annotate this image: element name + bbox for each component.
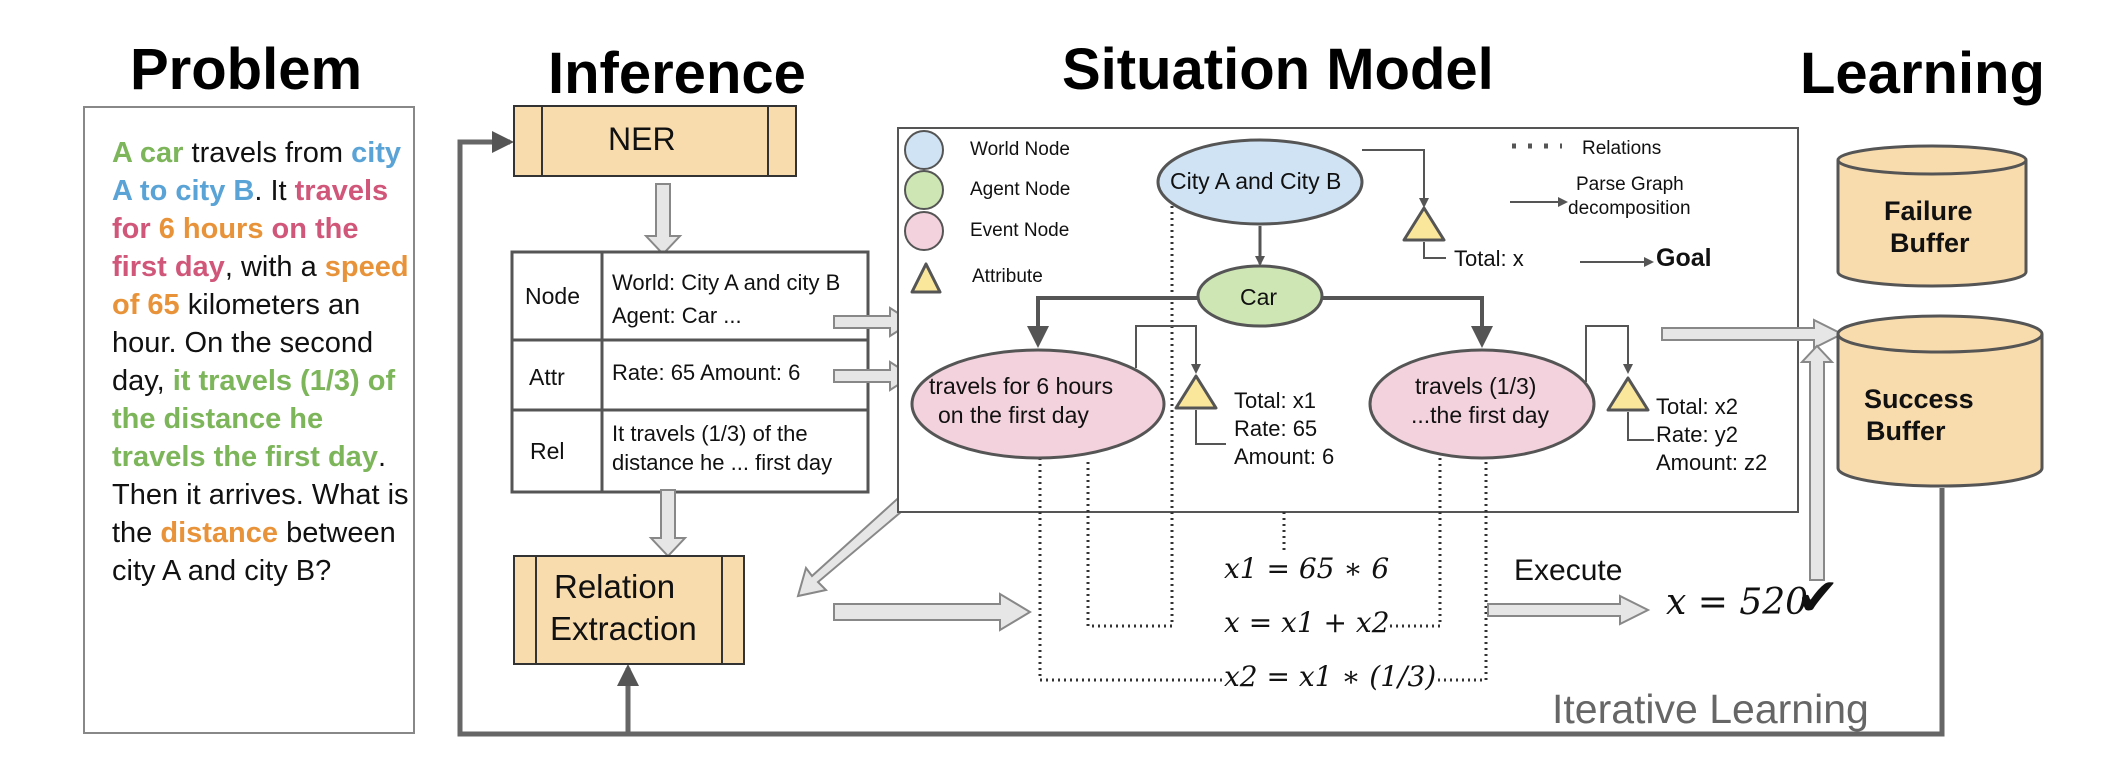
execute-arrow	[1487, 594, 1651, 626]
event1-label-2: on the first day	[938, 402, 1089, 428]
event2-label-1: travels (1/3)	[1415, 373, 1537, 399]
relation-extraction-label-2: Extraction	[550, 610, 697, 647]
agent-node-label: Car	[1240, 284, 1278, 310]
success-buffer-label-2: Buffer	[1866, 416, 1946, 446]
inference-title: Inference	[548, 41, 806, 106]
problem-segment: . Then it arrives. What is the	[112, 441, 409, 549]
problem-segment: city A to city B	[112, 137, 402, 207]
problem-statement: A car travels from city A to city B. It …	[112, 134, 412, 590]
problem-segment: travels for	[112, 175, 389, 245]
execute-label: Execute	[1514, 554, 1623, 587]
table-key-node: Node	[525, 283, 580, 309]
result-to-buffer-arrow	[1799, 344, 1835, 581]
event1-attr-total: Total: x1	[1234, 388, 1316, 413]
legend-agent-node-icon	[904, 170, 944, 210]
situation-to-buffer-arrow	[1661, 318, 1845, 350]
ner-box	[513, 105, 797, 177]
legend-parse-graph-label-1: Parse Graph	[1576, 174, 1684, 195]
event1-decomposition-line	[1135, 325, 1201, 374]
table-value-node-1: World: City A and city B	[612, 270, 841, 295]
table-value-rel-1: It travels (1/3) of the	[612, 421, 808, 446]
event1-attribute-icon	[1174, 374, 1218, 410]
learning-title: Learning	[1800, 41, 2045, 106]
ner-down-arrow	[643, 183, 683, 256]
agent-to-event2-arrow	[1322, 296, 1493, 348]
equation-x1: x1 = 65 ∗ 6	[1224, 552, 1390, 585]
ner-label: NER	[608, 121, 676, 157]
inference-table	[510, 250, 870, 494]
table-value-rel-2: distance he ... first day	[612, 450, 833, 475]
legend-event-node-label: Event Node	[970, 220, 1070, 241]
result-label: x = 520	[1666, 582, 1809, 623]
legend-world-node-icon	[904, 130, 944, 170]
problem-segment: between city A and city B?	[112, 517, 396, 587]
legend-parse-graph-label-2: decomposition	[1568, 198, 1691, 219]
problem-segment: distance	[160, 517, 279, 549]
relation-extraction-label-1: Relation	[554, 568, 676, 605]
legend-attribute-label: Attribute	[972, 266, 1043, 287]
dotted-connectors	[1038, 206, 1488, 682]
relation-extraction-box	[513, 555, 745, 665]
event-node-2	[1368, 348, 1596, 460]
problem-segment: kilometers an hour. On the second day,	[112, 289, 374, 397]
problem-segment: 6 hours	[158, 213, 264, 245]
failure-buffer-label-2: Buffer	[1890, 228, 1970, 258]
legend-world-node-label: World Node	[970, 139, 1070, 160]
situation-model-title: Situation Model	[1062, 37, 1494, 102]
event2-label-2: ...the first day	[1411, 402, 1550, 428]
equation-x: x = x1 + x2	[1224, 606, 1390, 639]
legend-event-node-icon	[904, 211, 944, 251]
problem-segment: on the first day	[112, 213, 359, 283]
world-total-label: Total: x	[1454, 246, 1524, 271]
success-buffer-cylinder	[1836, 314, 2044, 488]
event2-decomposition-line	[1585, 325, 1633, 382]
legend-agent-node-label: Agent Node	[970, 179, 1071, 200]
iterative-learning-label: Iterative Learning	[1552, 686, 1869, 732]
event2-attr-total: Total: x2	[1656, 394, 1738, 419]
agent-to-event1-arrow	[1027, 296, 1198, 348]
failure-buffer-label-1: Failure	[1884, 196, 1973, 226]
world-node	[1156, 138, 1364, 226]
problem-segment: travels from	[183, 137, 352, 169]
success-buffer-label-1: Success	[1864, 384, 1974, 414]
equation-x2: x2 = x1 ∗ (1/3)	[1224, 660, 1437, 693]
event2-attr-amount: Amount: z2	[1656, 450, 1768, 475]
relation-to-equations-arrow	[833, 592, 1032, 632]
problem-segment: A car	[112, 137, 184, 169]
checkmark-icon: ✔	[1796, 569, 1840, 627]
problem-segment: , with a	[224, 251, 325, 283]
problem-title: Problem	[130, 37, 363, 102]
world-node-label: City A and City B	[1170, 168, 1342, 194]
problem-segment: speed of 65	[112, 251, 409, 321]
table-key-attr: Attr	[529, 364, 565, 390]
event1-attr-amount: Amount: 6	[1234, 444, 1335, 469]
world-decomposition-line	[1362, 149, 1429, 208]
world-attribute-icon	[1402, 206, 1446, 242]
table-down-arrow	[648, 489, 688, 558]
table-key-rel: Rel	[530, 438, 565, 464]
problem-box	[83, 106, 415, 734]
failure-buffer-cylinder	[1836, 144, 2028, 288]
legend-relations-label: Relations	[1582, 138, 1662, 159]
event2-attribute-bracket	[1627, 412, 1654, 441]
legend-goal-label: Goal	[1656, 244, 1712, 272]
event2-attribute-icon	[1606, 376, 1650, 412]
event1-attr-rate: Rate: 65	[1234, 416, 1318, 441]
event1-label-1: travels for 6 hours	[929, 373, 1114, 399]
legend-attribute-icon	[910, 262, 942, 294]
iterative-loop-line	[457, 131, 1945, 737]
event1-attribute-bracket	[1195, 410, 1226, 445]
world-attribute-bracket	[1423, 242, 1446, 259]
table-value-node-2: Agent: Car ...	[612, 303, 742, 328]
table-value-attr: Rate: 65 Amount: 6	[612, 360, 801, 385]
event2-attr-rate: Rate: y2	[1656, 422, 1738, 447]
event-node-1	[910, 348, 1166, 460]
problem-segment: . It	[254, 175, 295, 207]
problem-segment: it travels (1/3) of the distance he trav…	[112, 365, 396, 473]
